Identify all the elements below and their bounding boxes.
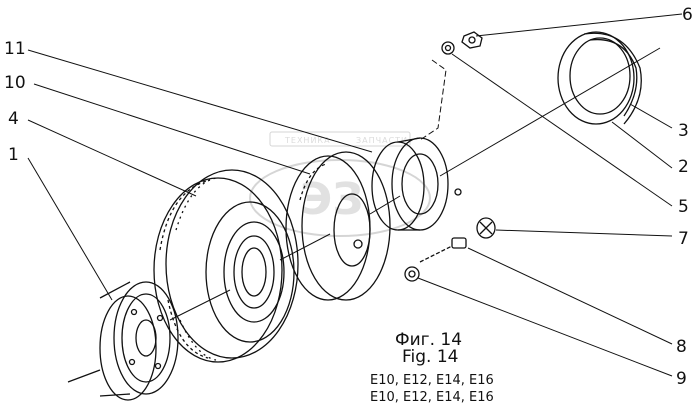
washer bbox=[441, 41, 455, 55]
callout-7: 7 bbox=[678, 229, 689, 249]
nut bbox=[461, 31, 483, 49]
callout-5: 5 bbox=[678, 197, 689, 217]
callout-4: 4 bbox=[8, 109, 19, 129]
callout-numbers: 1 2 3 4 5 6 7 8 9 10 11 bbox=[4, 5, 693, 389]
hub bbox=[371, 137, 462, 231]
figure-caption-ru: Фиг. 14 bbox=[395, 330, 463, 350]
model-list-en: E10, E12, E14, E16 bbox=[370, 390, 494, 405]
inner-tube bbox=[285, 151, 391, 301]
watermark-logo: ЭЗ bbox=[300, 174, 364, 225]
wheel-rim bbox=[67, 281, 179, 401]
callout-9: 9 bbox=[676, 369, 687, 389]
callout-1: 1 bbox=[8, 145, 19, 165]
lock-rings bbox=[557, 31, 642, 125]
watermark-right-text: ЗАПЧАСТИ bbox=[356, 136, 408, 145]
figure-caption-en: Fig. 14 bbox=[402, 347, 459, 367]
callout-3: 3 bbox=[678, 121, 689, 141]
callout-10: 10 bbox=[4, 73, 26, 93]
watermark-left-text: ТЕХНИКА bbox=[284, 136, 331, 145]
callout-11: 11 bbox=[4, 39, 26, 59]
valve-cap bbox=[476, 217, 496, 239]
assembly-axis bbox=[169, 47, 661, 321]
leader-lines bbox=[27, 13, 683, 377]
model-list-ru: E10, E12, E14, E16 bbox=[370, 373, 494, 388]
valve bbox=[419, 237, 467, 263]
valve-washer bbox=[404, 266, 420, 282]
watermark: ТЕХНИКА ЗАПЧАСТИ ЭЗ bbox=[249, 131, 431, 237]
callout-2: 2 bbox=[678, 157, 689, 177]
tire bbox=[153, 169, 299, 363]
callout-6: 6 bbox=[682, 5, 693, 25]
callout-8: 8 bbox=[676, 337, 687, 357]
